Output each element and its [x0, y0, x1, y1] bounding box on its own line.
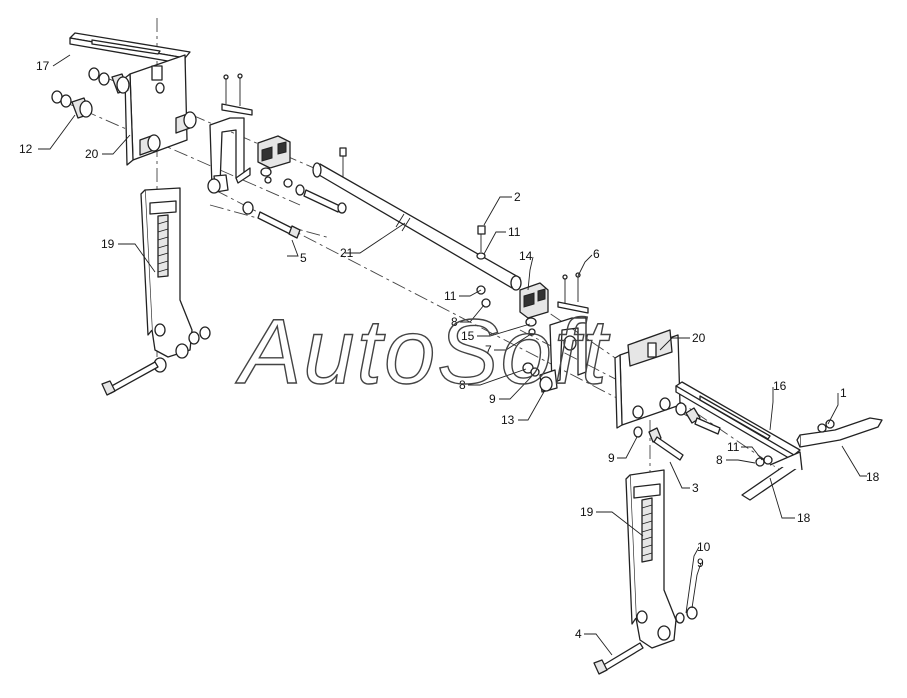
callout-21: 21: [340, 246, 354, 260]
callout-1: 1: [840, 386, 847, 400]
callout-2: 2: [514, 190, 521, 204]
tube-21: [312, 162, 522, 291]
callout-20: 20: [692, 331, 706, 345]
callout-20: 20: [85, 147, 99, 161]
handle-18-right: [796, 417, 883, 448]
callout-12: 12: [19, 142, 33, 156]
bolt-2: [476, 225, 486, 260]
bolt-right-plate: [675, 402, 721, 435]
mounting-plate-20-right: [614, 329, 681, 429]
callout-18: 18: [797, 511, 811, 525]
bolt-left-lower: [101, 361, 159, 396]
bush-and-washers-upper: [88, 67, 130, 94]
bolt-4: [593, 642, 644, 675]
callout-9: 9: [489, 392, 496, 406]
callout-14: 14: [519, 249, 533, 263]
u-bracket-left: [207, 73, 253, 194]
callout-8: 8: [716, 453, 723, 467]
clamp-block-14: [476, 282, 549, 336]
callout-17: 17: [36, 59, 50, 73]
callouts: 17 12 20 19 5 21 2 11 14 6 11 8 15 7 8 9…: [19, 59, 880, 641]
bush-12-and-washers: [51, 90, 93, 119]
callout-10: 10: [697, 540, 711, 554]
callout-8: 8: [459, 378, 466, 392]
callout-16: 16: [773, 379, 787, 393]
bolt-3: [633, 426, 684, 461]
watermark: AutoSoft: [235, 301, 610, 403]
adjustment-arm-19-left: [140, 187, 211, 373]
callout-18: 18: [866, 470, 880, 484]
callout-19: 19: [580, 505, 594, 519]
u-bracket-right: [522, 272, 589, 393]
clamp-block-left: [257, 135, 293, 188]
callout-3: 3: [692, 481, 699, 495]
bolt-upper-center: [295, 147, 347, 214]
callout-9: 9: [608, 451, 615, 465]
callout-15: 15: [461, 329, 475, 343]
mounting-plate-20-left: [124, 54, 197, 166]
callout-13: 13: [501, 413, 515, 427]
callout-4: 4: [575, 627, 582, 641]
tie-bar-16: [675, 381, 801, 462]
callout-5: 5: [300, 251, 307, 265]
callout-11: 11: [727, 440, 740, 454]
callout-7: 7: [485, 343, 492, 357]
callout-6: 6: [593, 247, 600, 261]
callout-11: 11: [444, 289, 457, 303]
callout-9: 9: [697, 556, 704, 570]
callout-19: 19: [101, 237, 115, 251]
adjustment-arm-19-right: [625, 469, 698, 649]
handle-18-lower: [741, 451, 803, 501]
bolt-5: [242, 201, 301, 239]
callout-8: 8: [451, 315, 458, 329]
callout-11: 11: [508, 225, 521, 239]
leader-lines: [38, 54, 867, 656]
